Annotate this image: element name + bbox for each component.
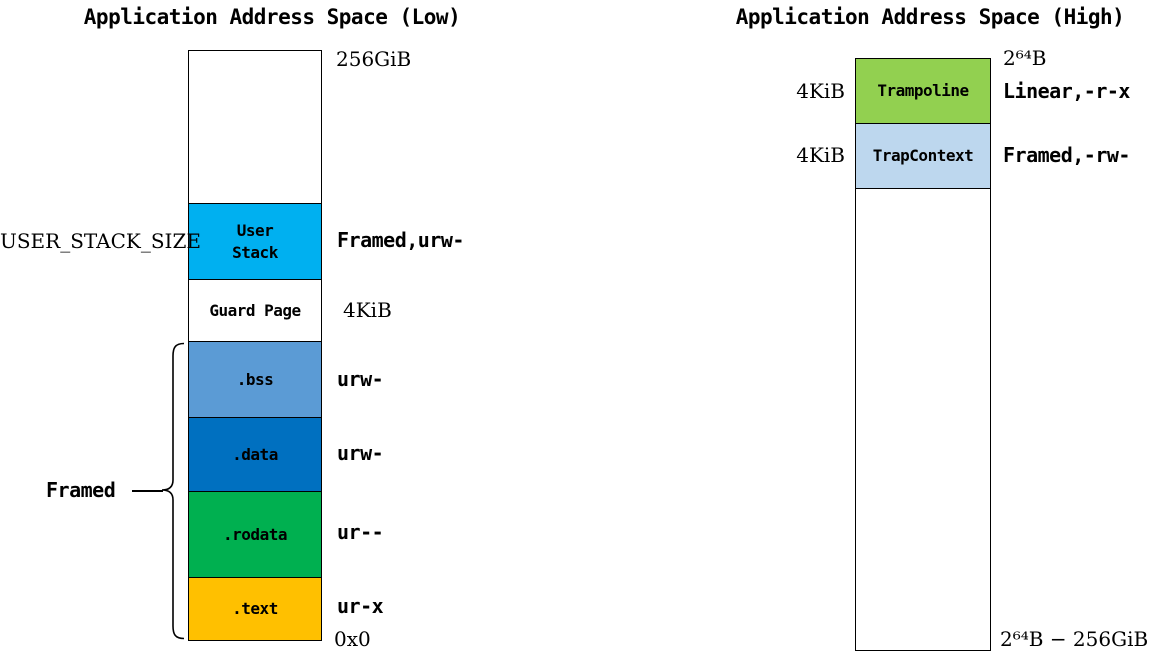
user-stack-permissions-label: Framed,urw- [337,228,464,252]
segment-text-label: .text [232,599,278,619]
segment-rodata: .rodata [189,491,321,577]
low-diagram-title: Application Address Space (Low) [83,5,461,29]
segment-data: .data [189,417,321,491]
user-stack-size-label: USER_STACK_SIZE [0,229,201,253]
data-permissions-label: urw- [337,441,384,465]
low-memory-column: User Stack Guard Page .bss .data .rodata… [188,50,322,641]
trap-context-permissions-label: Framed,-rw- [1003,143,1130,167]
high-memory-column: Trampoline TrapContext [855,58,991,651]
framed-connector-line [132,490,163,492]
segment-trampoline: Trampoline [856,59,990,123]
segment-user-stack: User Stack [189,203,321,279]
framed-brace [162,342,185,640]
trampoline-size-label: 4KiB [796,79,845,103]
high-bottom-address-label: 2⁶⁴B − 256GiB [1000,627,1149,651]
segment-bss-label: .bss [236,369,274,389]
segment-text: .text [189,577,321,640]
segment-free-space-high [856,188,990,650]
segment-rodata-label: .rodata [223,524,287,544]
segment-trampoline-label: Trampoline [877,81,969,101]
bss-permissions-label: urw- [337,367,384,391]
framed-brace-label: Framed [46,478,116,502]
segment-user-stack-label: User Stack [232,220,278,262]
trampoline-permissions-label: Linear,-r-x [1003,79,1130,103]
high-top-address-label: 2⁶⁴B [1003,46,1047,70]
low-bottom-address-label: 0x0 [334,627,371,651]
segment-bss: .bss [189,341,321,417]
trap-context-size-label: 4KiB [796,143,845,167]
segment-guard-page-label: Guard Page [209,300,301,320]
segment-data-label: .data [232,444,278,464]
segment-trap-context: TrapContext [856,123,990,188]
low-top-address-label: 256GiB [336,47,412,71]
segment-guard-page: Guard Page [189,279,321,341]
guard-page-size-label: 4KiB [343,298,392,322]
rodata-permissions-label: ur-- [337,520,384,544]
segment-free-space-low [189,51,321,203]
segment-trap-context-label: TrapContext [872,146,974,166]
high-diagram-title: Application Address Space (High) [735,5,1125,29]
text-permissions-label: ur-x [337,594,384,618]
